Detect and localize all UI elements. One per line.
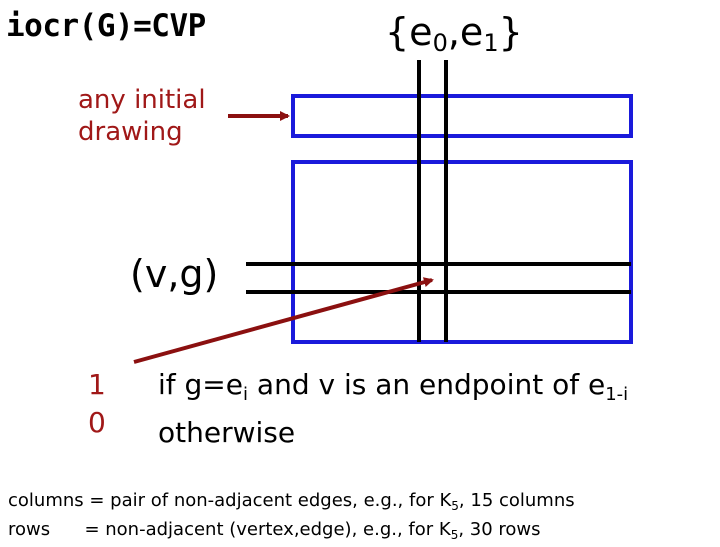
- footer-notes: columns = pair of non-adjacent edges, e.…: [8, 489, 575, 547]
- case-values: 1 0: [88, 368, 106, 439]
- page-title: iocr(G)=CVP: [6, 8, 206, 44]
- cell-arrow: [133, 277, 434, 364]
- initial-drawing-note: any initial drawing: [78, 85, 206, 147]
- matrix-box: [291, 160, 633, 344]
- edge-set-label: {e0,e1}: [385, 10, 523, 57]
- initial-drawing-box: [291, 94, 633, 138]
- cell-label: (v,g): [130, 252, 219, 296]
- case-conditions: if g=ei and v is an endpoint of e1-i oth…: [158, 368, 629, 449]
- rows-note: rows = non-adjacent (vertex,edge), e.g.,…: [8, 519, 541, 542]
- columns-note: columns = pair of non-adjacent edges, e.…: [8, 490, 575, 513]
